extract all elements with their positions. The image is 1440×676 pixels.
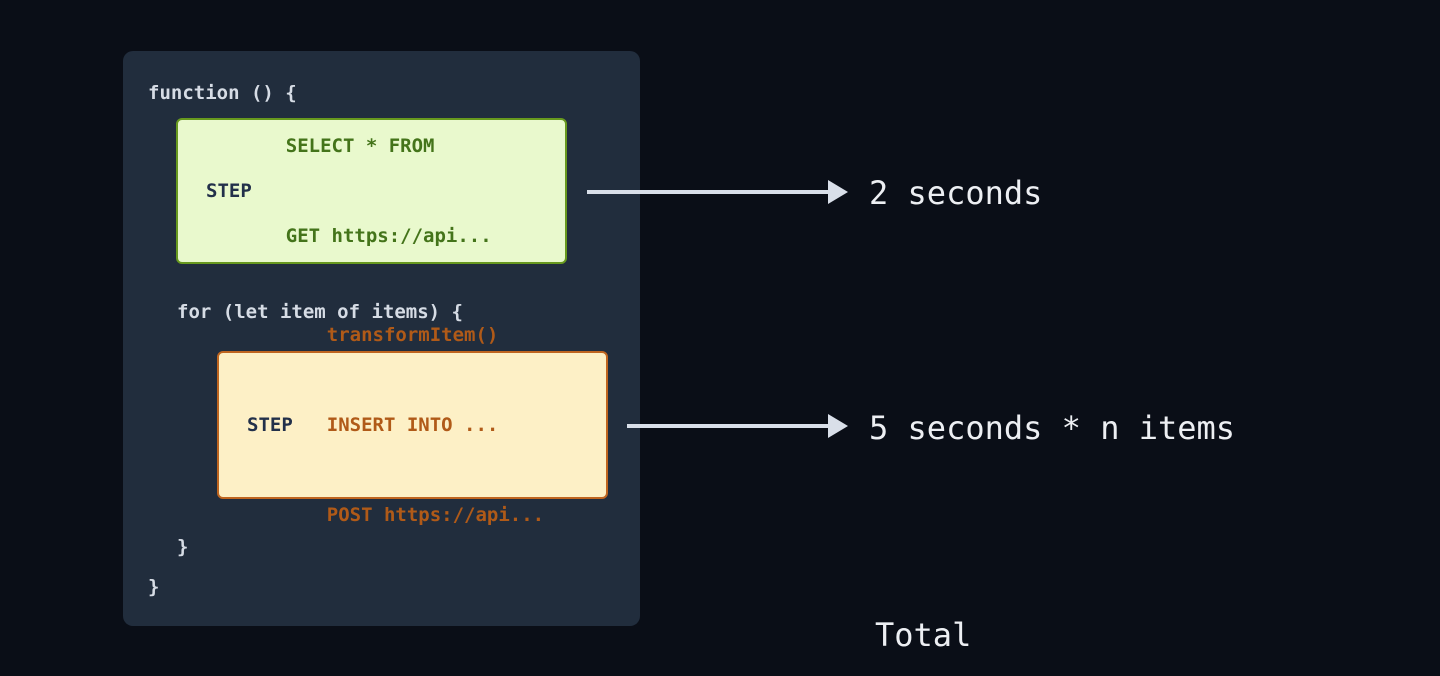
arrowhead-right-icon (828, 180, 848, 204)
step1-duration-label: 2 seconds (869, 174, 1043, 212)
arrow-step2-to-annotation (627, 414, 848, 438)
step2-duration-label: 5 seconds * n items (869, 409, 1236, 447)
step-code-line: GET https://api... (285, 225, 492, 247)
arrowhead-right-icon (828, 414, 848, 438)
code-line-closing-brace-outer: } (148, 576, 160, 598)
step-label: STEP (206, 180, 252, 202)
arrow-shaft (627, 424, 829, 428)
arrow-shaft (587, 190, 829, 194)
step-code-line: transformItem() (326, 324, 499, 346)
code-line-for-loop: for (let item of items) { (177, 301, 463, 323)
step-box-transform-load: STEP transformItem() INSERT INTO ... POS… (217, 324, 608, 526)
step-code-line: SELECT * FROM (285, 135, 435, 157)
step-code-line: INSERT INTO ... (326, 414, 499, 436)
arrow-step1-to-annotation (587, 180, 848, 204)
total-summary: Total 100 items = 502 seconds (875, 530, 1318, 676)
code-line-function: function () { (148, 82, 297, 104)
step-code-line: POST https://api... (326, 504, 545, 526)
step-label: STEP (247, 414, 293, 436)
step-code-lines: SELECT * FROM GET https://api... (286, 71, 492, 311)
code-line-closing-brace-inner: } (177, 536, 189, 558)
step-code-lines: transformItem() INSERT INTO ... POST htt… (327, 260, 544, 590)
code-panel: function () { STEP SELECT * FROM GET htt… (123, 51, 640, 626)
step-box-extract: STEP SELECT * FROM GET https://api... (176, 118, 567, 264)
total-title: Total (875, 616, 972, 654)
